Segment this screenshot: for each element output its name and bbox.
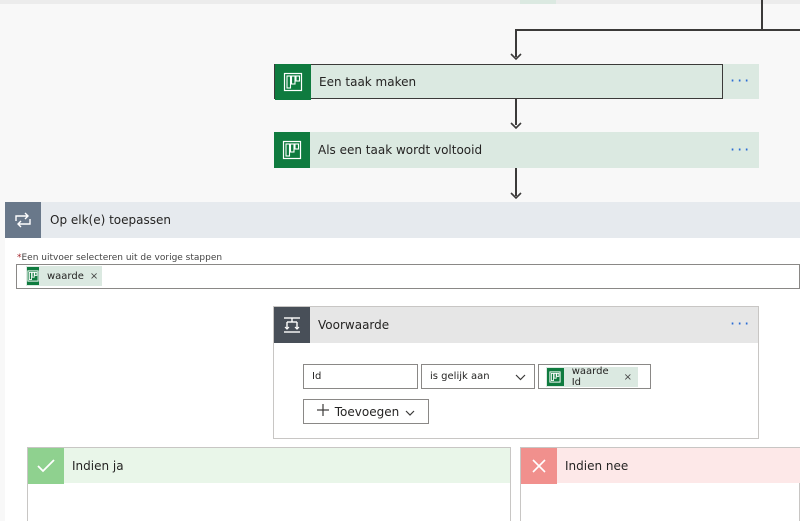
planner-icon xyxy=(547,368,564,386)
branch-no-header[interactable]: Indien nee xyxy=(520,447,800,484)
condition-title: Voorwaarde xyxy=(318,318,390,332)
step-create-task[interactable]: Een taak maken xyxy=(274,63,723,100)
loop-icon xyxy=(5,202,41,238)
connector-step-1-2 xyxy=(515,99,517,125)
operator-value: is gelijk aan xyxy=(430,371,490,382)
condition-icon xyxy=(274,307,310,343)
add-button-label: Toevoegen xyxy=(334,404,400,419)
checkmark-icon xyxy=(28,447,64,484)
output-field-label: *Een uitvoer selecteren uit de vorige st… xyxy=(17,253,223,263)
operator-select[interactable]: is gelijk aan xyxy=(421,364,535,389)
token-label: waarde xyxy=(47,270,84,282)
step-title: Als een taak wordt voltooid xyxy=(318,143,483,157)
planner-icon xyxy=(27,267,39,285)
apply-to-each-header[interactable]: Op elk(e) toepassen xyxy=(5,202,800,238)
apply-to-each-title: Op elk(e) toepassen xyxy=(50,213,171,227)
left-operand-input[interactable]: Id xyxy=(303,364,418,389)
arrow-down-icon xyxy=(510,53,522,61)
planner-icon xyxy=(275,63,311,100)
token-waarde[interactable]: waarde × xyxy=(26,266,102,286)
planner-icon xyxy=(274,132,310,168)
top-bar-remnant xyxy=(0,0,800,4)
arrow-down-icon xyxy=(510,122,522,130)
token-waarde-id[interactable]: waarde Id × xyxy=(546,366,638,388)
branch-yes-body xyxy=(27,483,511,521)
remove-token-icon[interactable]: × xyxy=(89,270,99,282)
branch-yes-title: Indien ja xyxy=(72,458,124,473)
condition-header[interactable]: Voorwaarde xyxy=(274,307,758,343)
connector-right xyxy=(761,0,763,31)
connector-horizontal xyxy=(515,29,800,31)
add-button[interactable]: Toevoegen xyxy=(303,399,429,424)
step-title: Een taak maken xyxy=(319,74,417,89)
branch-no-body xyxy=(520,483,800,521)
plus-icon xyxy=(316,404,329,419)
required-mark: * xyxy=(17,253,22,263)
output-select-input[interactable] xyxy=(16,264,800,289)
top-step-remnant xyxy=(520,0,556,4)
chevron-down-icon xyxy=(405,405,415,419)
arrow-down-icon xyxy=(510,192,522,200)
remove-token-icon[interactable]: × xyxy=(623,371,632,383)
close-icon xyxy=(521,447,557,484)
more-options-button[interactable]: ··· xyxy=(730,71,752,90)
branch-yes-header[interactable]: Indien ja xyxy=(27,447,511,484)
token-label: waarde Id xyxy=(571,366,609,388)
connector-step-2-apply xyxy=(515,168,517,196)
chevron-down-icon xyxy=(515,373,526,384)
step-more-area xyxy=(723,64,759,99)
more-options-button[interactable]: ··· xyxy=(730,314,752,333)
step-task-completed[interactable]: Als een taak wordt voltooid xyxy=(274,132,759,168)
left-operand-value: Id xyxy=(312,371,322,382)
branch-no-title: Indien nee xyxy=(565,458,629,473)
more-options-button[interactable]: ··· xyxy=(730,140,752,159)
connector-to-step-1 xyxy=(515,29,517,57)
